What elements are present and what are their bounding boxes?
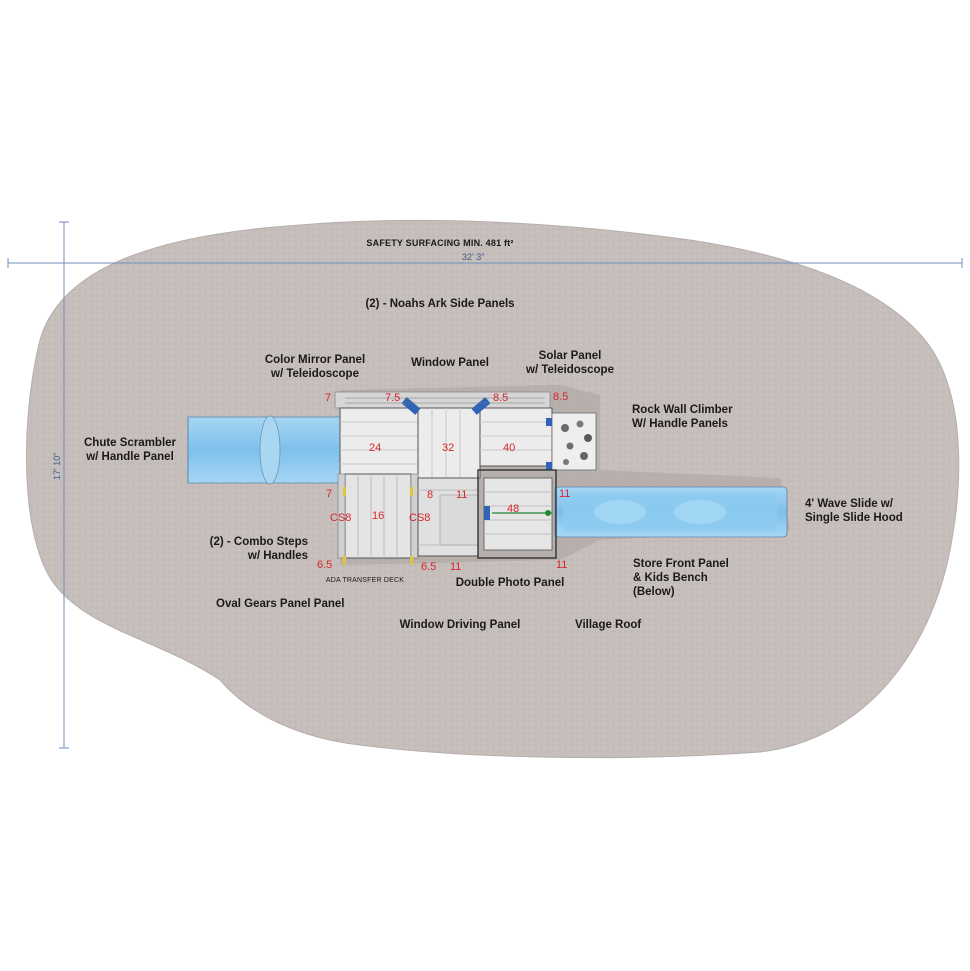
chute-scrambler-label: Chute Scrambler w/ Handle Panel [83,437,177,463]
height-7-5: 7.5 [385,392,401,404]
deck-16-label: 16 [372,510,385,522]
rock-wall-label: Rock Wall Climber W/ Handle Panels [632,404,733,430]
wave-slide-label: 4' Wave Slide w/ Single Slide Hood [805,498,903,524]
cs8-left: CS8 [330,512,352,524]
oval-gears-label: Oval Gears Panel Panel [216,598,345,610]
height-8-5-b: 8.5 [553,391,569,403]
deck-40 [479,407,553,467]
height-6-5-a: 6.5 [317,559,333,571]
height-11-d: 11 [556,559,568,571]
deck-32 [417,407,481,479]
window-panel-label: Window Panel [411,357,489,369]
cs8-right: CS8 [409,512,431,524]
ada-deck-label: ADA TRANSFER DECK [325,577,405,584]
combo-steps-label: (2) - Combo Steps w/ Handles [209,536,308,562]
height-7-top: 7 [325,392,332,404]
window-driving-label: Window Driving Panel [399,619,521,631]
height-7-mid: 7 [326,488,333,500]
window-panel-right [471,397,491,415]
double-photo-label: Double Photo Panel [455,577,565,589]
dimension-width: 32' 3" [462,252,485,262]
village-roof-label: Village Roof [575,619,642,631]
dimension-width-line [7,258,963,268]
safety-surfacing-label: SAFETY SURFACING MIN. 481 ft² [366,238,514,248]
roof-beam-lines [345,397,545,404]
solar-panel-label: Solar Panel w/ Teleidoscope [526,350,614,376]
village-roof-edge [334,391,551,409]
rock-wall-climber [546,412,597,471]
height-11-a: 11 [456,489,468,501]
deck-24 [339,407,419,479]
deck-24-label: 24 [369,442,382,454]
step-handles [343,487,413,565]
noahs-ark-label: (2) - Noahs Ark Side Panels [365,298,515,310]
combo-steps-16 [337,473,419,559]
height-8: 8 [427,489,434,501]
deck-40-label: 40 [503,442,516,454]
color-mirror-label: Color Mirror Panel w/ Teleidoscope [264,354,366,380]
height-8-5-a: 8.5 [493,392,509,404]
height-11-b: 11 [559,488,571,500]
deck-48-label: 48 [507,503,520,515]
chute-scrambler-tube [187,415,344,485]
dimension-height-line [59,221,69,749]
wave-slide [554,486,788,538]
height-11-c: 11 [450,561,462,573]
dimension-height: 17' 10" [52,452,62,480]
height-6-5-b: 6.5 [421,561,437,573]
deck-32-label: 32 [442,442,455,454]
deck-48 [477,469,557,559]
window-panel-left [401,397,421,415]
store-front-label: Store Front Panel & Kids Bench (Below) [633,558,729,598]
